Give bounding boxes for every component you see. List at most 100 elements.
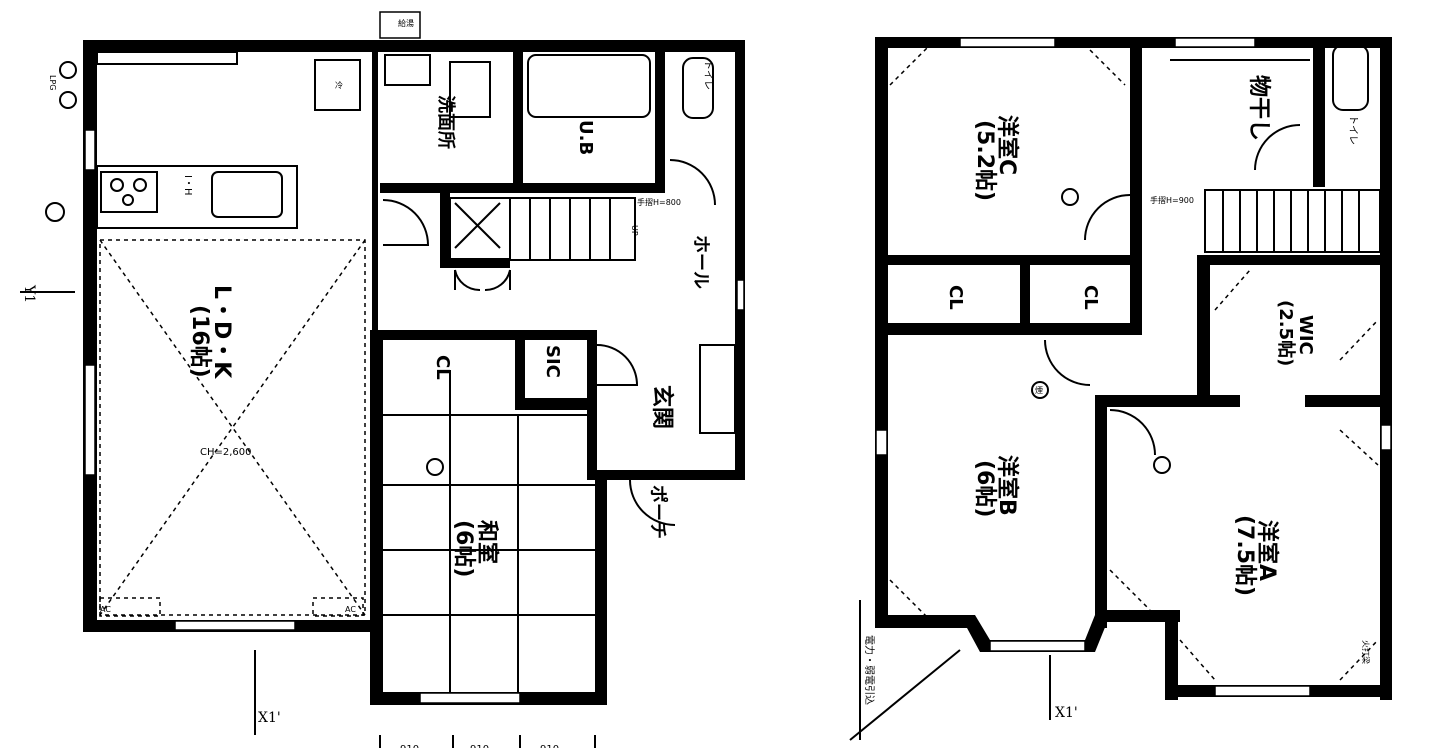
grid-label-x1: X1' — [258, 710, 281, 726]
ldk-label: L・D・K — [209, 285, 234, 379]
toilet-label: トイレ — [702, 60, 713, 90]
wall-wic-top — [1197, 255, 1392, 265]
water-heater — [379, 11, 421, 39]
fire-brace-label: 火打梁 — [1361, 640, 1371, 664]
wall-room-c-bottom — [875, 255, 1140, 265]
door-swing[interactable] — [1109, 409, 1156, 456]
wall-wic-left — [1197, 255, 1210, 405]
ih-label: I・H — [182, 175, 193, 195]
wall-entrance-bottom — [595, 470, 745, 480]
burner-icon — [133, 178, 147, 192]
burner-icon — [110, 178, 124, 192]
entrance-label: 玄関 — [649, 385, 675, 429]
wall-step — [1095, 610, 1180, 622]
tatami-lines — [383, 370, 595, 692]
hall-label: ホール — [690, 235, 711, 289]
window — [959, 37, 1056, 48]
door-swing[interactable] — [596, 344, 639, 386]
stairs — [1204, 189, 1381, 253]
wic-label: WIC — [1295, 315, 1316, 355]
burner-icon — [122, 194, 134, 206]
sink — [211, 171, 283, 218]
service-entry-line — [849, 649, 961, 741]
door-swing[interactable] — [1044, 339, 1091, 386]
stair-treads — [454, 198, 611, 260]
wall-sic-left — [515, 330, 525, 410]
kitchen-back-counter — [96, 51, 238, 65]
room-c-label: 洋室C — [994, 115, 1020, 175]
window — [84, 129, 96, 171]
ac-label: AC — [345, 605, 356, 614]
fridge-label: 冷 — [335, 80, 343, 90]
wall-storage-bottom — [440, 258, 510, 268]
ac-label: AC — [100, 605, 111, 614]
wall-ldk-hall — [372, 52, 378, 342]
ac-unit — [312, 597, 364, 617]
ldk-size: (16帖) — [187, 305, 212, 378]
window — [84, 364, 96, 476]
wall-closet-bottom — [875, 323, 1142, 335]
window — [989, 640, 1086, 652]
wall-closet-divider — [1020, 255, 1030, 335]
window — [419, 692, 521, 704]
fire-brace-marks — [889, 44, 1379, 681]
door-swing[interactable] — [629, 479, 676, 526]
wall-room-a-top — [1305, 395, 1392, 407]
window — [174, 620, 296, 631]
room-c-size: (5.2帖) — [972, 120, 997, 201]
handrail-label: 手摺H=800 — [637, 197, 681, 207]
water-heater-label: 給湯 — [398, 18, 414, 28]
grid-label-x1: X1' — [1055, 705, 1078, 721]
wall-left — [83, 40, 97, 632]
svg-text:910: 910 — [540, 744, 559, 748]
smoke-detector-icon — [1031, 381, 1049, 399]
lpg-label: LPG — [48, 75, 57, 90]
door-swing[interactable] — [1254, 124, 1301, 171]
japanese-room-label: 和室 — [474, 520, 500, 564]
floor-1-plan: 冷 I・H 手摺H=800 UP — [20, 11, 745, 748]
wall-right — [1380, 37, 1392, 700]
smoke-detector-icon — [426, 458, 444, 476]
ih-cooktop — [100, 171, 158, 213]
lpg-cylinder-icon — [59, 91, 77, 109]
wall-hall-bottom — [370, 330, 595, 340]
bathtub — [527, 54, 651, 118]
bath-label: U.B — [575, 120, 596, 155]
wall-room-c-right — [1130, 37, 1142, 335]
stairs — [449, 197, 636, 261]
window — [1214, 685, 1311, 697]
dimension-line: 910 910 910 — [379, 735, 596, 748]
smoke-detector-label: 煙 — [1035, 386, 1043, 395]
door-swing[interactable] — [1084, 194, 1131, 241]
window — [1380, 424, 1392, 451]
ac-unit — [99, 597, 161, 617]
door-swing[interactable] — [669, 159, 716, 206]
toilet-fixture — [682, 57, 714, 119]
japanese-room-size: (6帖) — [451, 520, 476, 577]
closet-1-label: CL — [945, 285, 966, 310]
wic-size: (2.5帖) — [1275, 300, 1297, 366]
door-swing[interactable] — [382, 199, 430, 246]
toilet-fixture — [1332, 44, 1369, 111]
lpg-cylinder-icon — [59, 61, 77, 79]
wall-sic-right — [587, 330, 597, 480]
svg-text:910: 910 — [470, 744, 489, 748]
wall-room-b-bottom — [875, 615, 970, 628]
wall-right — [735, 40, 745, 480]
handrail-label: 手摺H=900 — [1150, 195, 1194, 205]
toilet-label: トイレ — [1347, 115, 1358, 145]
wall-japanese-left — [370, 330, 383, 705]
svg-text:910: 910 — [400, 744, 419, 748]
kitchen-counter — [96, 165, 298, 229]
washbasin — [384, 54, 431, 86]
smoke-detector-icon — [1061, 188, 1079, 206]
entrance-step — [699, 344, 736, 434]
sic-label: SIC — [542, 345, 563, 378]
ceiling-height: CH=2,600 — [200, 447, 252, 458]
wall-room-b-right — [1095, 395, 1107, 628]
wall-room-a-top — [1100, 395, 1240, 407]
storage-door[interactable] — [454, 269, 511, 292]
wall-japanese-right — [595, 470, 607, 705]
wall-top — [83, 40, 745, 52]
